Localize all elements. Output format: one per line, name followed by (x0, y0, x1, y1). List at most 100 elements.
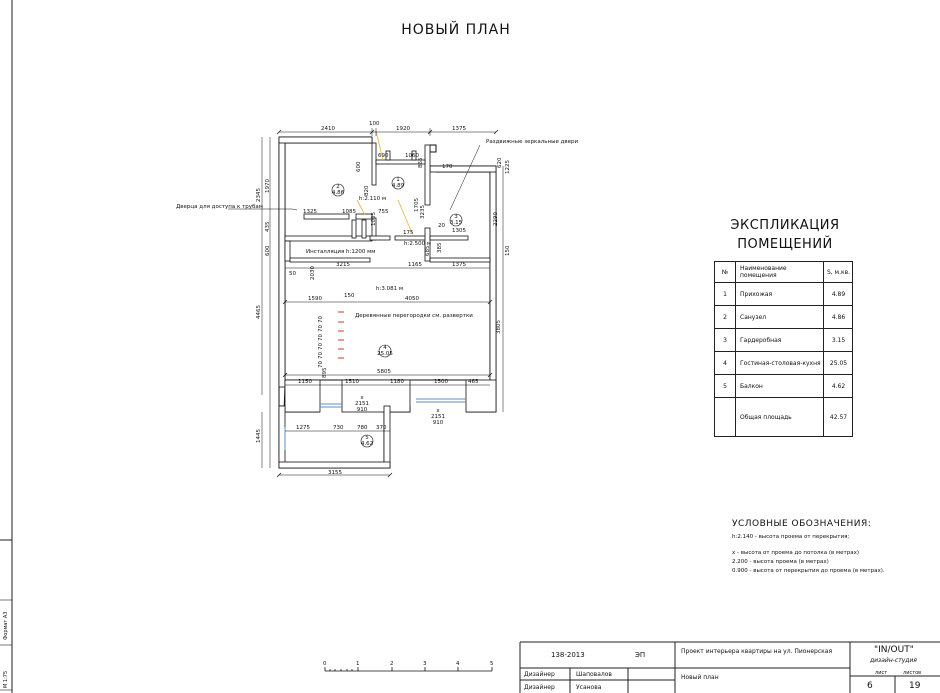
room-area: 25.05 (377, 351, 393, 357)
scale-label: 1 (356, 661, 360, 667)
dim: 1920 (396, 126, 410, 132)
header-num: № (715, 262, 736, 282)
dim: 1060 (405, 153, 419, 159)
dim: 370 (376, 425, 387, 431)
project-code: 138-2013 (551, 651, 585, 659)
dim: 1180 (390, 379, 404, 385)
scale-label: 5 (490, 661, 494, 667)
sheet-label: лист (875, 670, 888, 676)
dim: 170 (442, 164, 453, 170)
dim: 1590 (308, 296, 322, 302)
cell-num: 3 (715, 329, 736, 351)
project-stage: ЭП (635, 651, 646, 659)
dim: 50 (289, 271, 296, 277)
designer-1: Шаповалов (576, 671, 612, 678)
studio-name: "IN/OUT" (874, 645, 914, 655)
scale-label: 4 (456, 661, 460, 667)
note-room4-height: h:3.081 м (376, 286, 403, 292)
dim: 1165 (408, 262, 422, 268)
designer-2: Усанова (576, 684, 602, 691)
note-partitions: Деревянные перегородки см. развертки (355, 313, 473, 319)
sheets-total: 19 (909, 681, 921, 691)
cell-num: 1 (715, 283, 736, 305)
table-total-row: Общая площадь 42.57 (715, 398, 852, 436)
dim: 2410 (321, 126, 335, 132)
project-name: Проект интерьера квартиры на ул. Пионерс… (681, 648, 833, 655)
cell-name: Балкон (736, 375, 824, 397)
room-markers (331, 176, 463, 448)
sheet-number: 6 (867, 681, 873, 691)
legend-line: h:2.140 - высота проема от перекрытия; (732, 534, 850, 540)
table-header: № Наименование помещения S, м.кв. (715, 262, 852, 283)
dim: 100 (369, 121, 380, 127)
room-area: 4.89 (391, 183, 405, 189)
legend-line: x - высота от проема до потолка (в метра… (732, 550, 859, 556)
note-pipe-door: Дверца для доступа к трубам (176, 204, 263, 210)
table-row: 5 Балкон 4.62 (715, 375, 852, 398)
cell-area: 4.89 (831, 290, 846, 298)
door-lines (356, 130, 413, 234)
window-mark-2: x 2151 910 (428, 408, 448, 426)
cell-num: 2 (715, 306, 736, 328)
dim: 3215 (336, 262, 350, 268)
dim: 1375 (452, 262, 466, 268)
dim: 150 (344, 293, 355, 299)
dim: 5805 (377, 369, 391, 375)
dim: 755 (378, 209, 389, 215)
sheet-name: Новый план (681, 674, 719, 681)
note-installation: Инсталляция h:1200 мм (306, 249, 376, 255)
scale-label: 3 (423, 661, 427, 667)
explication-title: ЭКСПЛИКАЦИЯ ПОМЕЩЕНИЙ (710, 216, 860, 254)
cell-name: Прихожая (736, 283, 824, 305)
header-name: Наименование помещения (736, 262, 824, 282)
header-area: S, м.кв. (826, 268, 851, 276)
window-mark-x: x (436, 408, 440, 414)
cell-name: Общая площадь (736, 398, 824, 436)
explication-title-line1: ЭКСПЛИКАЦИЯ (730, 218, 840, 233)
legend-title: УСЛОВНЫЕ ОБОЗНАЧЕНИЯ: (732, 519, 872, 529)
cell-num (715, 398, 736, 436)
sheets-label: листов (903, 670, 922, 676)
inner-walls (284, 142, 491, 263)
dim: 1325 (303, 209, 317, 215)
format-stamp: Формат А3 (3, 611, 9, 640)
page-title: НОВЫЙ ПЛАН (401, 22, 511, 38)
cell-name: Гостиная-столовая-кухня (736, 352, 824, 374)
dim: 780 (357, 425, 368, 431)
window-mark-height: 2151 (355, 401, 369, 407)
cell-area: 4.62 (831, 382, 846, 390)
room-area: 4.86 (331, 190, 345, 196)
role-2: Дизайнер (524, 684, 555, 691)
dim: 730 (333, 425, 344, 431)
studio-subtitle: дизайн-студия (870, 657, 917, 664)
window-mark-x: x (360, 395, 364, 401)
room-num: 3 (454, 214, 458, 220)
scale-label: 2 (390, 661, 394, 667)
cell-area: 25.05 (829, 359, 848, 367)
dim: 3155 (328, 470, 342, 476)
room-area: 4.62 (360, 441, 374, 447)
table-row: 2 Санузел 4.86 (715, 306, 852, 329)
scale-label: 0 (323, 661, 327, 667)
cell-area: 4.86 (831, 313, 846, 321)
scale-bar (324, 667, 493, 672)
window-mark-base: 910 (432, 420, 444, 426)
room-num: 1 (396, 177, 400, 183)
room-num: 4 (383, 345, 387, 351)
dim: 1375 (452, 126, 466, 132)
wall-fills (278, 136, 497, 469)
note-door-height-1: h:2.110 м (359, 196, 386, 202)
dim: 465 (468, 379, 479, 385)
cell-num: 5 (715, 375, 736, 397)
dim: 20 (438, 223, 445, 229)
dim: 1275 (296, 425, 310, 431)
window-mark-height: 2151 (431, 414, 445, 420)
dim: 1085 (342, 209, 356, 215)
